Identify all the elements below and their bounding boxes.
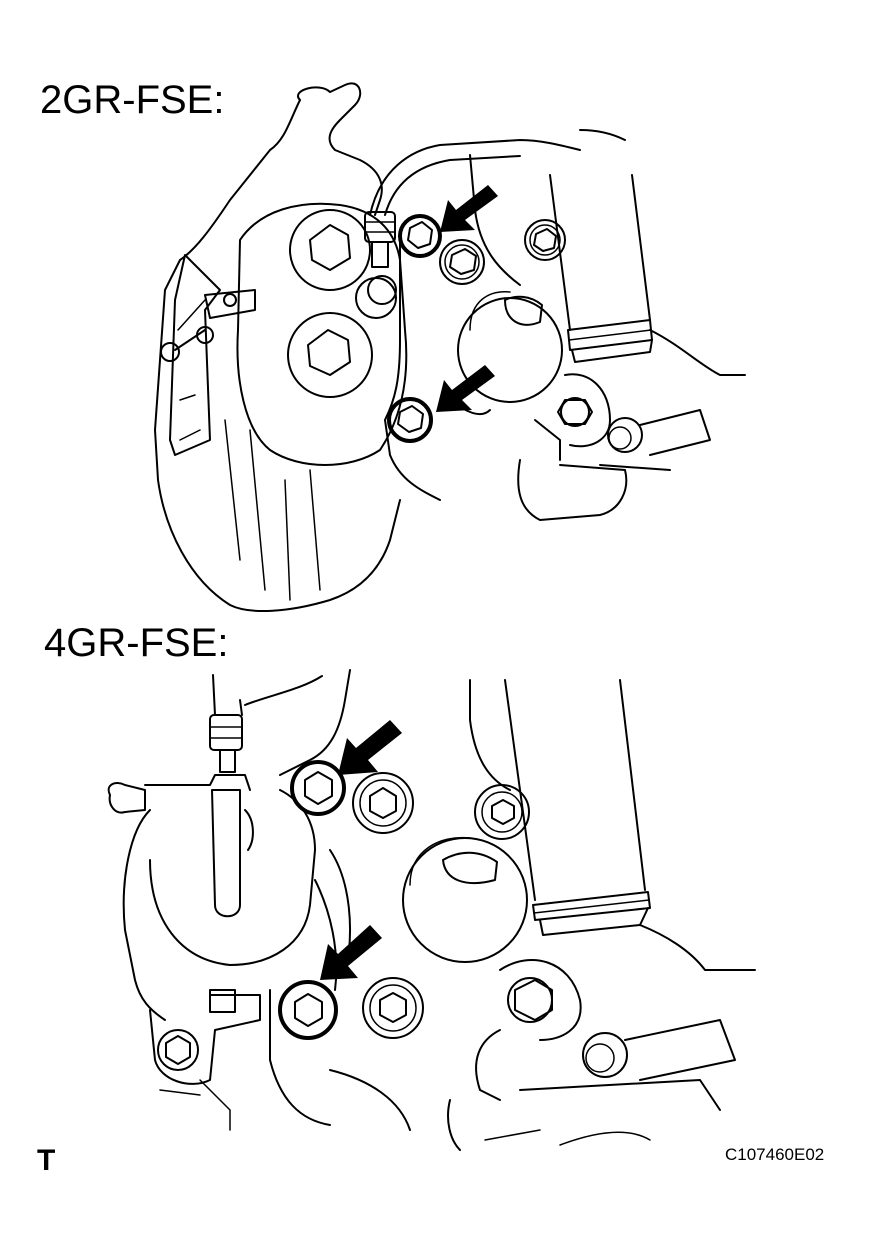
panel-2gr-fse-drawing: [154, 82, 746, 612]
panel-label-4gr-fse: 4GR-FSE:: [44, 621, 229, 665]
bolt-arrowed-lower: [278, 980, 338, 1040]
figure-id: C107460E02: [725, 1145, 825, 1164]
corner-mark: T: [37, 1144, 56, 1177]
bolt: [352, 772, 414, 834]
arrow-indicator-upper: [440, 185, 498, 232]
bolt-arrowed-upper: [398, 214, 442, 258]
arrow-indicator-upper: [338, 720, 402, 775]
bolt: [362, 977, 424, 1039]
panel-label-2gr-fse: 2GR-FSE:: [40, 78, 225, 122]
panel-4gr-fse-drawing: [107, 669, 756, 1151]
bolt: [524, 219, 566, 261]
arrow-indicator-lower: [436, 365, 495, 412]
bolt-arrowed-upper: [290, 760, 346, 816]
bolt-arrowed-lower: [387, 397, 433, 443]
arrow-indicator-lower: [320, 925, 382, 980]
bolt: [439, 239, 485, 285]
